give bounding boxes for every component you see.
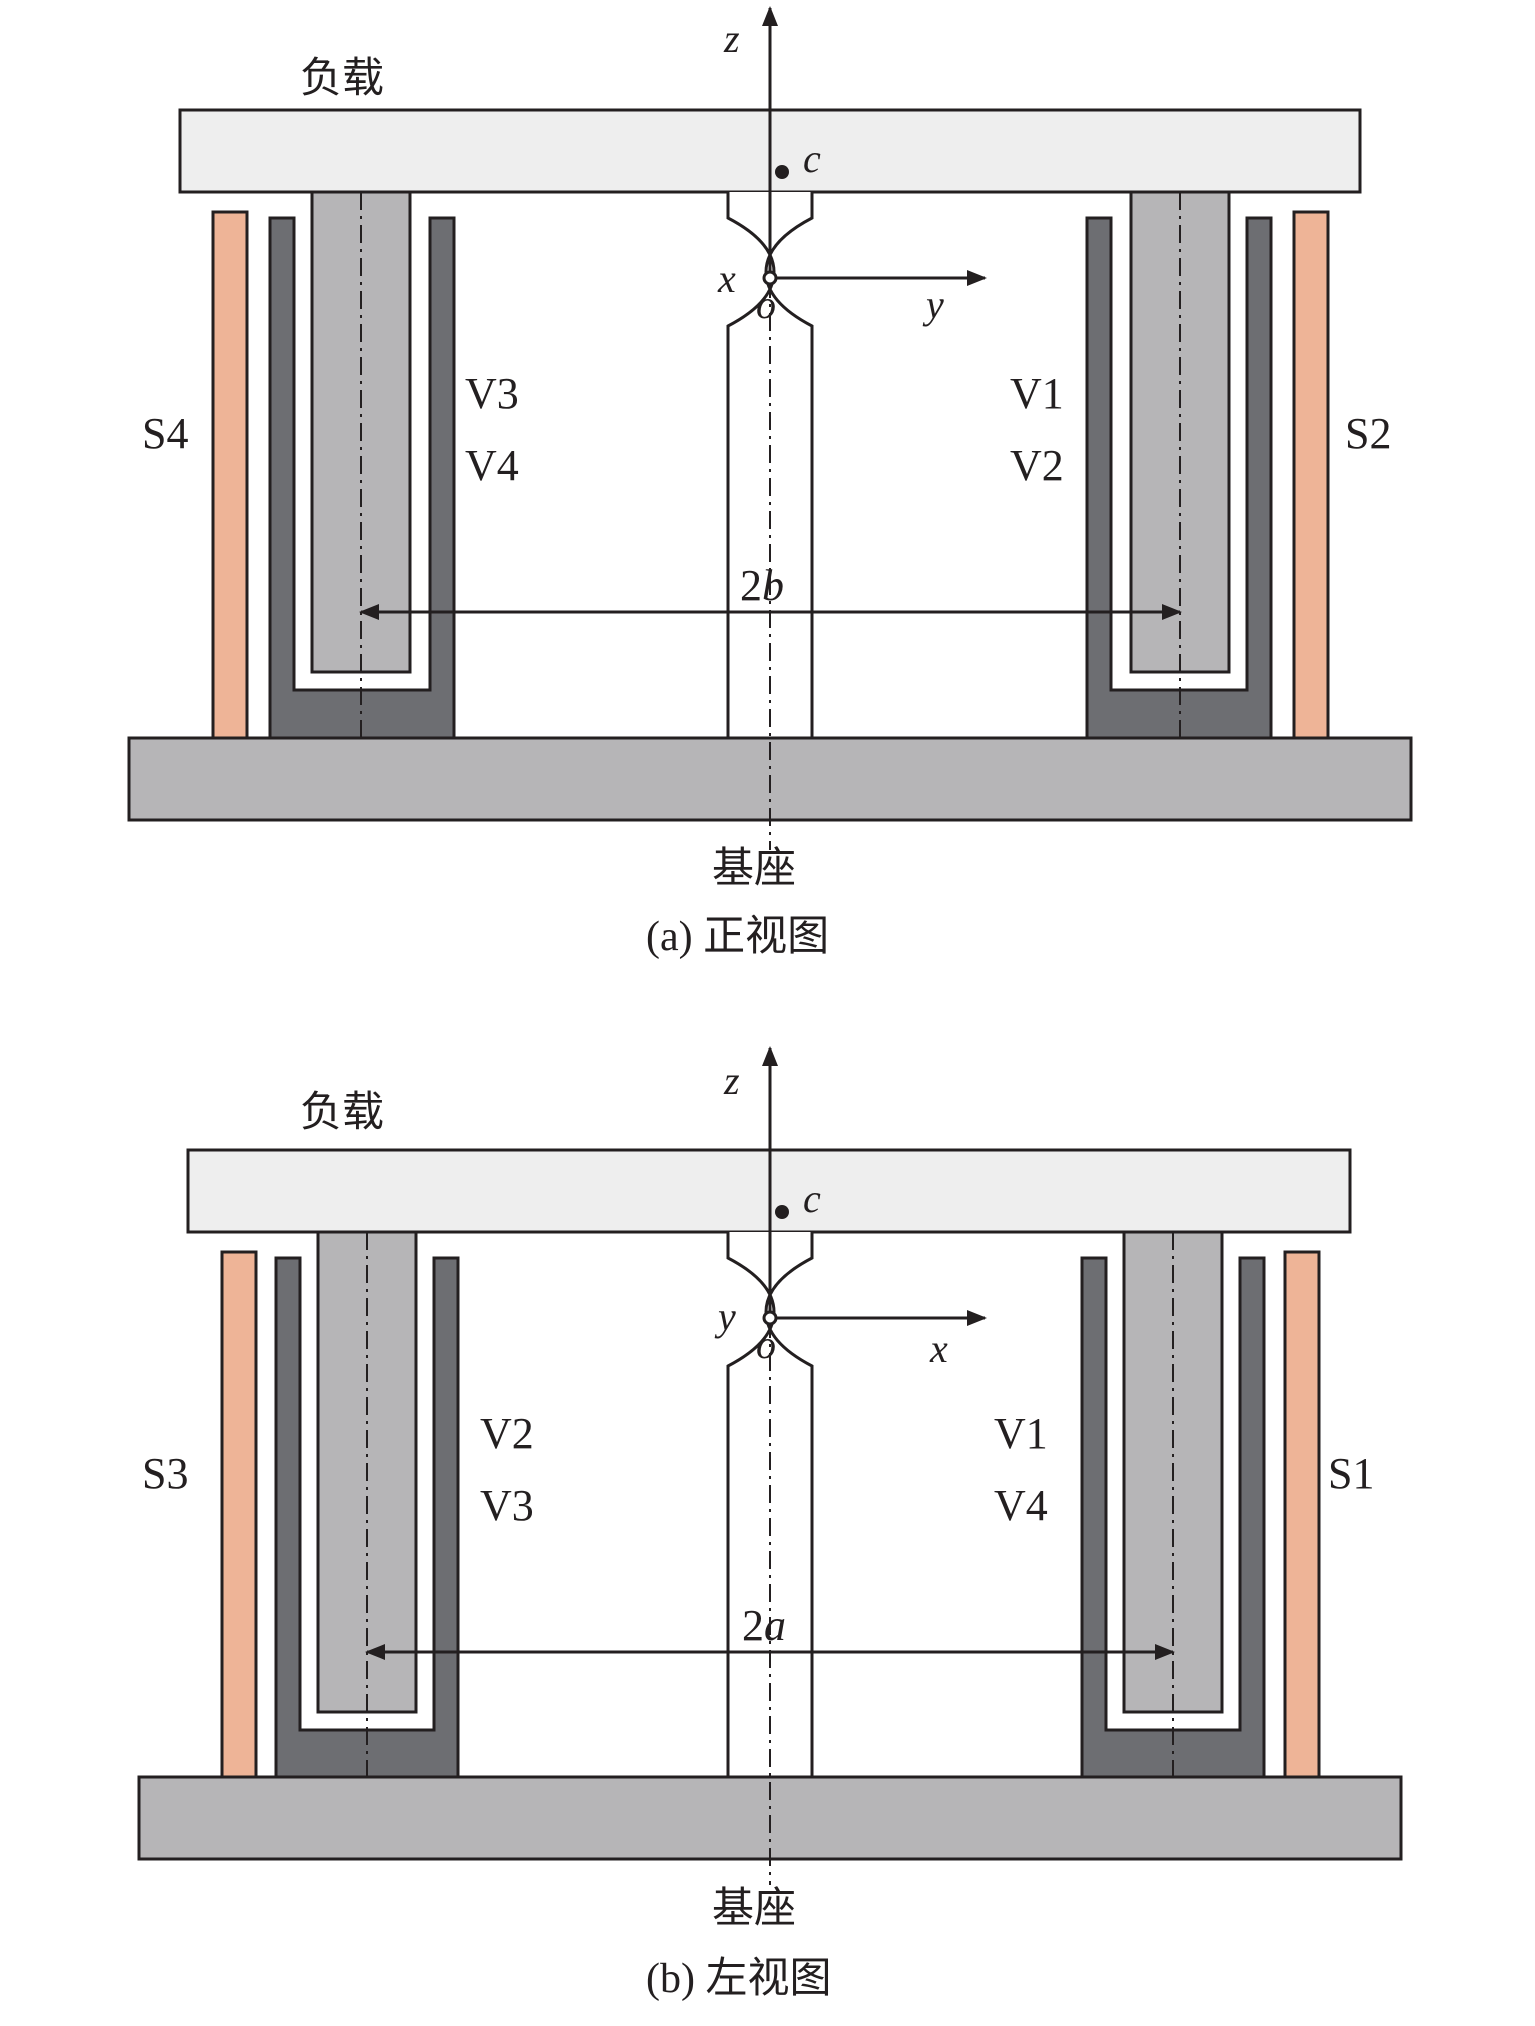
front-sensor-right-label: S2 [1345,409,1391,458]
side-o-label: o [756,1322,776,1367]
side-sensor-right-label: S1 [1328,1449,1374,1498]
front-origin-marker [762,270,778,286]
front-left-actuator-label-1: V3 [465,369,519,418]
front-y-label: y [922,282,944,327]
side-span-label: 2a [742,1601,786,1650]
side-caption: (b) 左视图 [646,1953,832,2002]
side-view: 负载 z c y o x S3 S1 V2 V3 V1 V4 2a 基座 (b)… [137,1046,1403,2002]
front-sensor-right [1292,210,1330,740]
side-x-label: x [929,1326,948,1371]
front-sensor-left-label: S4 [142,409,188,458]
side-sensor-left [220,1250,258,1779]
side-sensor-right [1283,1250,1321,1779]
side-actuator-housing-right [1080,1256,1266,1779]
front-sensor-left [211,210,249,740]
front-base-label: 基座 [712,843,796,892]
front-right-actuator-label-2: V2 [1010,441,1064,490]
side-z-label: z [723,1058,740,1103]
side-y-label: y [714,1294,736,1339]
front-right-actuator-label-1: V1 [1010,369,1064,418]
side-load-label: 负载 [300,1087,384,1136]
front-load-label: 负载 [300,53,384,102]
side-origin-marker [762,1310,778,1326]
side-left-actuator-label-2: V3 [480,1481,534,1530]
side-right-actuator-label-2: V4 [994,1481,1048,1530]
front-o-label: o [756,282,776,327]
side-c-label: c [803,1176,821,1221]
front-span-label: 2b [740,561,784,610]
front-x-label: x [717,256,736,301]
front-z-label: z [723,16,740,61]
front-left-actuator-label-2: V4 [465,441,519,490]
side-base-label: 基座 [712,1883,796,1932]
front-c-label: c [803,136,821,181]
side-sensor-left-label: S3 [142,1449,188,1498]
side-com-dot [775,1205,789,1219]
side-right-actuator-label-1: V1 [994,1409,1048,1458]
side-actuator-housing-left [274,1256,460,1779]
front-actuator-housing-right [1085,216,1273,740]
front-view: 负载 z c x o y S4 S2 V3 V4 V1 V2 2b 基座 (a)… [127,6,1413,960]
front-com-dot [775,165,789,179]
front-actuator-housing-left [268,216,456,740]
side-left-actuator-label-1: V2 [480,1409,534,1458]
front-caption: (a) 正视图 [646,911,829,960]
